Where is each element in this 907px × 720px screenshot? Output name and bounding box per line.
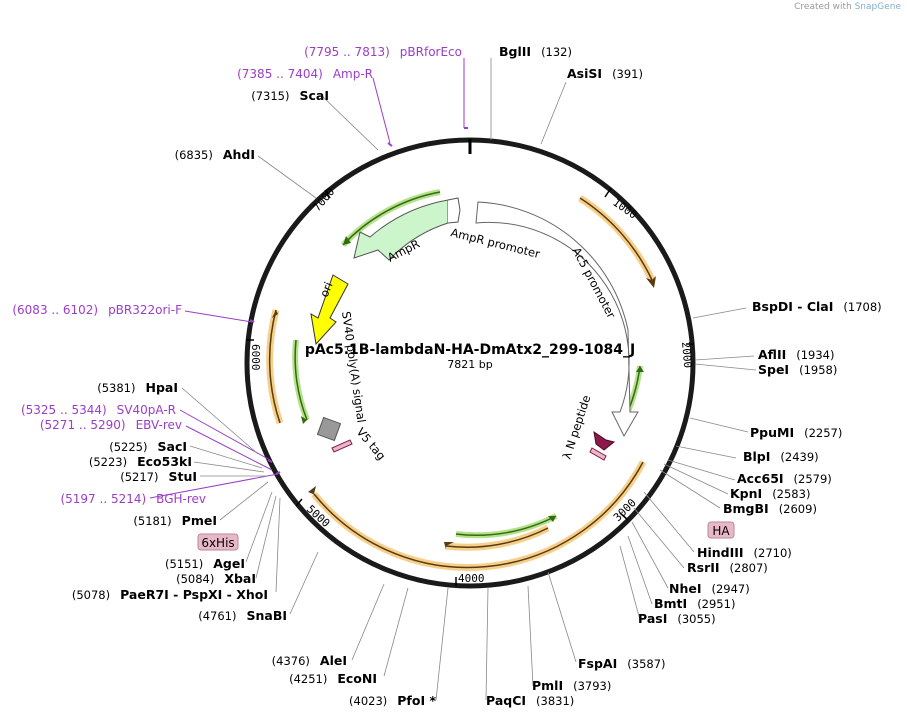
enzyme-ppumi: PpuMI(2257) [750, 425, 842, 440]
enzyme-paqci: PaqCI(3831) [486, 693, 574, 708]
v5-label: V5 tag [354, 425, 389, 463]
enzyme-aflii: AflII(1934) [758, 347, 835, 362]
primer-labels: (7795 .. 7813)pBRforEco (7385 .. 7404)Am… [12, 45, 462, 506]
plasmid-size: 7821 bp [447, 358, 492, 371]
enzyme-stui: (5217)StuI [120, 469, 197, 484]
primer-sv40pa-r: (5325 .. 5344)SV40pA-R [21, 403, 176, 417]
ac5-promoter-feature[interactable] [475, 201, 639, 438]
sv40-label: SV40 poly(A) signal [339, 310, 368, 423]
enzyme-alei: (4376)AleI [272, 653, 347, 668]
v5-tag-feature[interactable] [331, 439, 353, 453]
primer-pbrforeco: (7795 .. 7813)pBRforEco [304, 45, 462, 59]
enzyme-pfoi: (4023)PfoI * [349, 693, 436, 708]
enzyme-nhei: NheI(2947) [669, 581, 750, 596]
enzyme-labels: BglII(132) AsiSI(391) BspDI - ClaI(1708)… [72, 44, 882, 708]
enzyme-snabi: (4761)SnaBI [198, 608, 287, 623]
ori-feature[interactable] [310, 274, 349, 346]
enzyme-fspai: FspAI(3587) [578, 656, 666, 671]
enzyme-pmli: PmlI(3793) [532, 678, 611, 693]
lambda-n-feature[interactable] [593, 430, 616, 451]
ha-tag-feature[interactable] [589, 447, 607, 461]
primer-ebv-rev: (5271 .. 5290)EBV-rev [40, 418, 182, 432]
enzyme-pmei: (5181)PmeI [133, 513, 217, 528]
tick-label-6000: 6000 [249, 344, 262, 371]
ac5-promoter-label: Ac5 promoter [569, 245, 618, 321]
enzyme-rsrii: RsrII(2807) [687, 560, 768, 575]
enzyme-bmti: BmtI(2951) [654, 596, 735, 611]
primer-amp-r: (7385 .. 7404)Amp-R [237, 67, 373, 81]
enzyme-agei: (5151)AgeI [165, 556, 245, 571]
enzyme-bspdi-clai: BspDI - ClaI(1708) [752, 299, 882, 314]
ha-tag-box: HA [707, 521, 735, 539]
primer-bgh-rev: (5197 .. 5214)BGH-rev [60, 492, 206, 506]
enzyme-spei: SpeI(1958) [758, 362, 837, 377]
enzyme-eco53ki: (5223)Eco53kI [89, 454, 192, 469]
enzyme-hindiii: HindIII(2710) [697, 545, 792, 560]
ampr-promoter-small [447, 197, 461, 224]
enzyme-bmgbi: BmgBI(2609) [723, 501, 817, 516]
ampr-promoter-label: AmpR promoter [449, 225, 541, 261]
orf-arcs [266, 195, 656, 571]
his-tag-box: 6xHis [197, 533, 239, 551]
enzyme-blpi: BlpI(2439) [743, 449, 819, 464]
enzyme-saci: (5225)SacI [109, 439, 187, 454]
tick-label-4000: 4000 [458, 572, 485, 585]
tick-label-2000: 2000 [679, 341, 694, 369]
enzyme-ahdi: (6835)AhdI [175, 147, 255, 162]
orf-arc-2 [311, 460, 647, 571]
primer-markers [149, 58, 468, 499]
enzyme-paer7i-pspxi-xhoi: (5078)PaeR7I - PspXI - XhoI [72, 587, 268, 602]
tick-label-1000: 1000 [610, 196, 639, 222]
plasmid-name: pAc5.1B-lambdaN-HA-DmAtx2_299-1084_J [305, 342, 635, 358]
green-orf-arcs [292, 189, 644, 539]
lambda-n-label: λ N peptide [560, 393, 594, 461]
his-tag-label: 6xHis [201, 536, 234, 550]
enzyme-kpni: KpnI(2583) [730, 486, 810, 501]
snapgene-logo: SnapGene [854, 2, 901, 12]
enzyme-asisi: AsiSI(391) [567, 66, 643, 81]
enzyme-econi: (4251)EcoNI [289, 671, 377, 686]
enzyme-leaders [181, 58, 757, 701]
enzyme-xbai: (5084)XbaI [176, 571, 256, 586]
enzyme-bglii: BglII(132) [499, 44, 572, 59]
primer-pbr322ori-f: (6083 .. 6102)pBR322ori-F [12, 303, 182, 317]
enzyme-acc65i: Acc65I(2579) [737, 471, 832, 486]
ha-tag-label: HA [712, 524, 730, 538]
snapgene-credit: Created with SnapGene [794, 2, 901, 12]
ampr-feature[interactable] [353, 199, 449, 261]
enzyme-pasi: PasI(3055) [638, 611, 716, 626]
credit-prefix: Created with [794, 2, 852, 12]
enzyme-scai: (7315)ScaI [251, 88, 329, 103]
ori-label: ori [317, 280, 336, 299]
sv40-feature[interactable] [316, 416, 342, 442]
enzyme-hpai: (5381)HpaI [97, 380, 178, 395]
